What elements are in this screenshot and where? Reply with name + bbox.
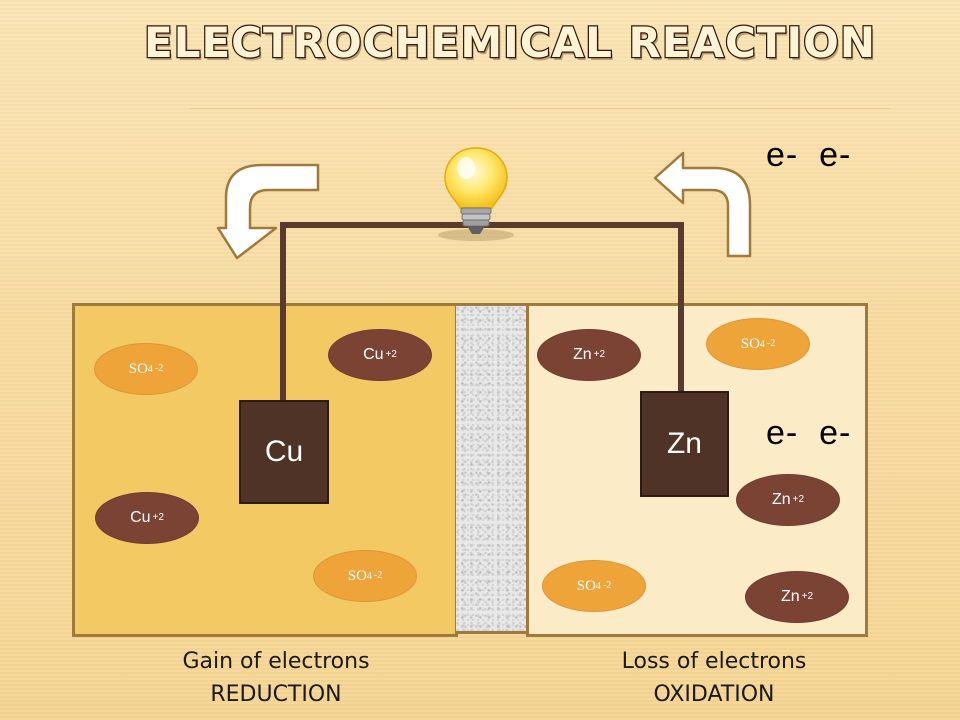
ion-charge: +2 <box>801 590 814 602</box>
ion-charge: -2 <box>373 569 383 581</box>
caption-line: OXIDATION <box>653 682 775 707</box>
ion-symbol: SO <box>347 567 367 584</box>
ion-charge: +2 <box>385 348 397 360</box>
caption-line: Loss of electrons <box>621 649 807 674</box>
zinc-ion: Zn+2 <box>537 329 641 381</box>
copper-ion: Cu+2 <box>328 329 432 381</box>
wire <box>280 222 684 408</box>
curved-arrow-up-left-icon <box>653 151 752 258</box>
ion-charge: -2 <box>766 337 776 349</box>
ion-symbol: Zn <box>771 491 791 508</box>
oxidation-caption: Loss of electrons OXIDATION <box>544 645 884 711</box>
ion-charge: +2 <box>152 511 164 523</box>
ion-symbol: SO <box>740 335 760 352</box>
zinc-ion: Zn+2 <box>736 474 840 526</box>
ion-symbol: SO <box>128 360 148 377</box>
title-divider <box>190 108 890 109</box>
light-bulb-icon <box>438 147 514 241</box>
ion-subscript: 4 <box>759 338 765 350</box>
ion-charge: +2 <box>593 348 606 360</box>
copper-ion: Cu+2 <box>95 492 199 544</box>
ion-charge: -2 <box>602 579 612 591</box>
zinc-ion: Zn+2 <box>745 571 849 623</box>
reduction-caption: Gain of electrons REDUCTION <box>106 645 446 711</box>
ion-symbol: Cu <box>363 346 384 363</box>
ion-charge: +2 <box>792 493 805 505</box>
electron-release-label: e- e- <box>766 414 852 452</box>
caption-line: REDUCTION <box>210 682 342 707</box>
curved-arrow-down-left-icon <box>216 163 320 260</box>
ion-symbol: Zn <box>780 588 800 605</box>
ion-subscript: 4 <box>366 570 372 582</box>
electron-flow-label: e- e- <box>766 136 852 174</box>
slide-title: ELECTROCHEMICAL REACTION <box>143 17 876 69</box>
salt-bridge <box>456 303 526 634</box>
zinc-electrode: Zn <box>640 391 729 497</box>
ion-subscript: 4 <box>595 580 601 592</box>
caption-line: Gain of electrons <box>182 649 370 674</box>
copper-electrode: Cu <box>239 400 329 504</box>
ion-symbol: SO <box>576 577 596 594</box>
ion-symbol: Cu <box>130 509 151 526</box>
ion-subscript: 4 <box>147 363 153 375</box>
ion-symbol: Zn <box>572 346 592 363</box>
ion-charge: -2 <box>154 362 164 374</box>
